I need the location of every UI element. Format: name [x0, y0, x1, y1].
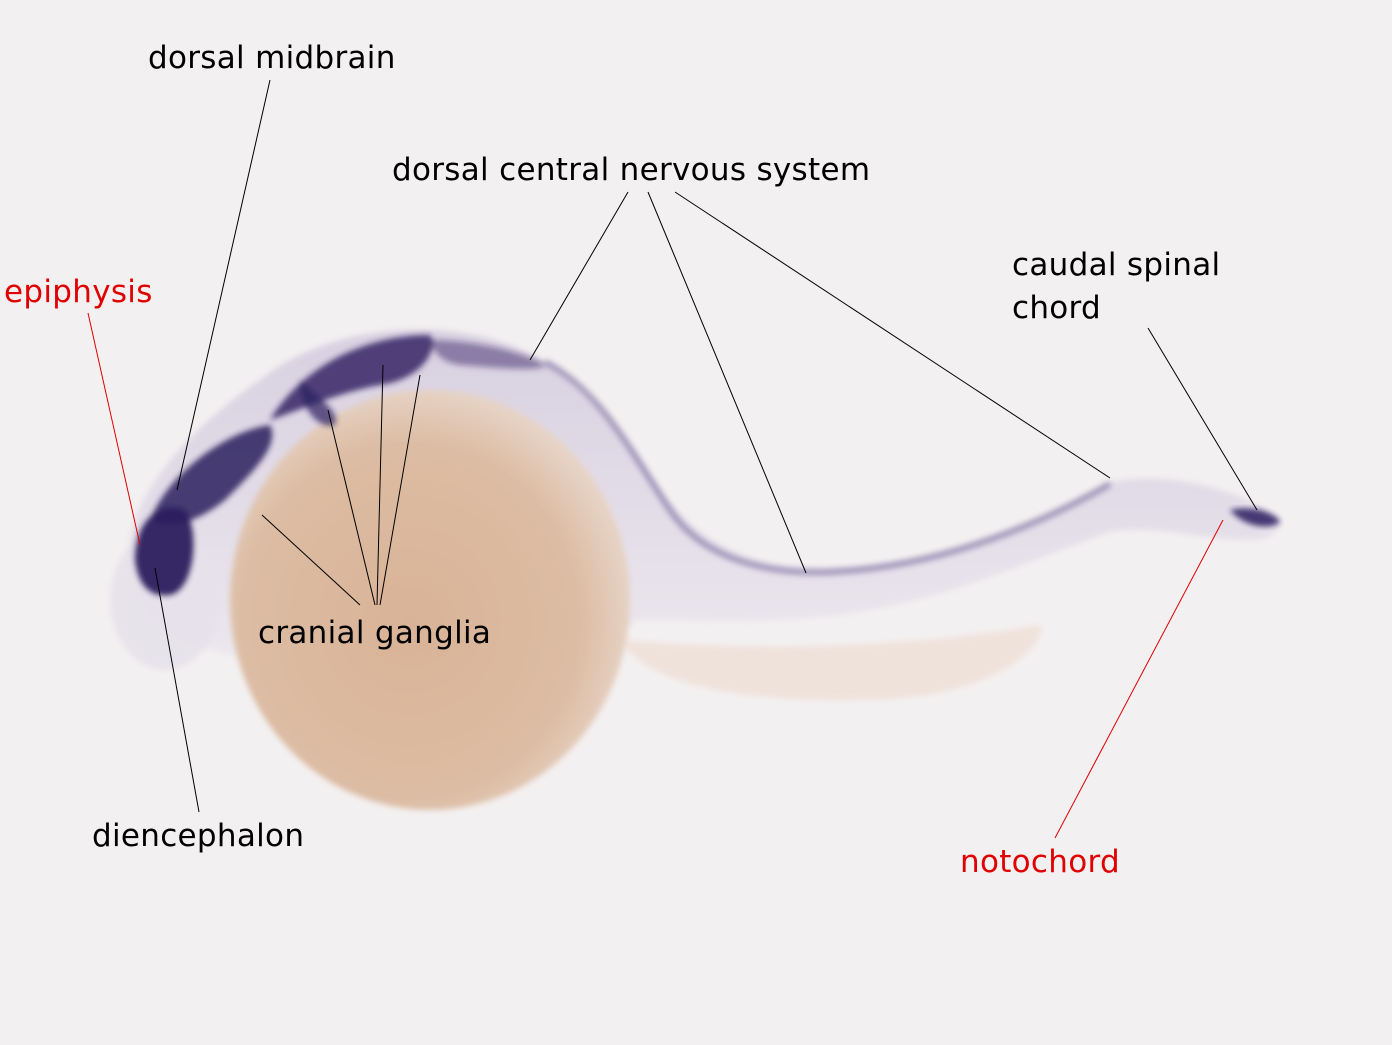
- yolk-extension: [620, 625, 1042, 701]
- label-notochord: notochord: [960, 844, 1120, 880]
- label-epiphysis: epiphysis: [4, 274, 153, 310]
- label-caudal-spinal-chord: caudal spinal chord: [1012, 244, 1220, 330]
- label-caudal-spinal-line2: chord: [1012, 289, 1102, 326]
- leader-dorsal-midbrain: [176, 79, 271, 491]
- leader-cranial-2: [376, 364, 384, 606]
- leader-diencephalon: [154, 567, 200, 813]
- dorsal-stain-line: [543, 359, 1112, 576]
- leader-dcns-1: [529, 191, 629, 361]
- leader-dcns-3: [674, 191, 1111, 479]
- leader-epiphysis: [87, 312, 141, 546]
- label-dorsal-midbrain: dorsal midbrain: [148, 40, 396, 76]
- label-caudal-spinal-line1: caudal spinal: [1012, 247, 1221, 283]
- leader-caudal-spinal: [1147, 327, 1258, 511]
- tail-stain: [1230, 508, 1280, 527]
- red-leader-lines: [87, 312, 1224, 839]
- label-cranial-ganglia: cranial ganglia: [258, 615, 492, 651]
- yolk: [230, 390, 630, 810]
- leader-cranial-1: [327, 409, 376, 606]
- leader-dcns-2: [647, 191, 807, 574]
- leader-cranial-3: [379, 374, 421, 606]
- label-diencephalon: diencephalon: [92, 818, 305, 854]
- leader-notochord: [1054, 519, 1224, 839]
- stain-regions: [135, 335, 545, 596]
- leader-cranial-4: [261, 514, 361, 606]
- leader-lines: [154, 79, 1258, 813]
- label-dorsal-cns: dorsal central nervous system: [392, 152, 871, 188]
